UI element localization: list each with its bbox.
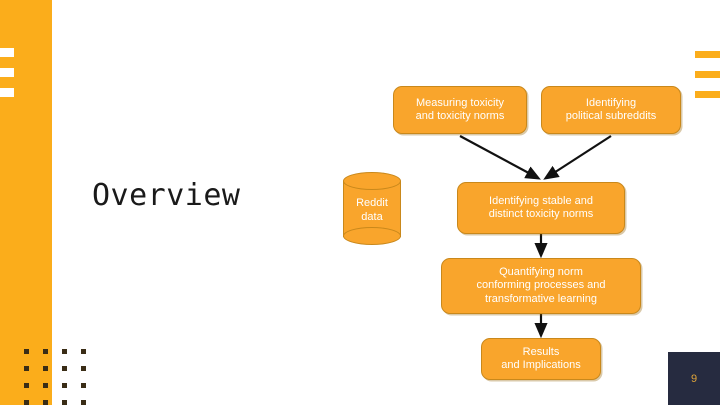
page-number: 9: [690, 372, 698, 385]
cylinder-top-ellipse: [343, 172, 401, 190]
flow-box-line1: Results: [522, 345, 560, 358]
dot-grid-dot: [24, 366, 29, 371]
left-dash-mark-3: [0, 88, 14, 97]
flow-box-political-subreddits[interactable]: Identifying political subreddits: [541, 86, 681, 134]
flow-box-results-implications[interactable]: Results and Implications: [481, 338, 601, 380]
dot-grid-dot: [62, 400, 67, 405]
flow-box-line1: Quantifying norm: [499, 265, 583, 278]
dot-grid-dot: [24, 383, 29, 388]
cylinder-label: Reddit data: [343, 196, 401, 224]
dot-grid-dot: [62, 383, 67, 388]
flow-box-line2: distinct toxicity norms: [488, 208, 594, 220]
dot-grid-dot: [81, 383, 86, 388]
dot-grid-dot: [43, 383, 48, 388]
flow-box-line1: Identifying stable and: [489, 194, 593, 207]
flow-box-line2: and toxicity norms: [415, 110, 505, 122]
flow-box-measuring-toxicity-text: Measuring toxicity and toxicity norms: [416, 97, 505, 124]
flow-box-results-implications-text: Results and Implications: [501, 346, 581, 373]
flow-box-line2: conforming processes and: [476, 279, 606, 292]
flow-box-line2: and Implications: [501, 359, 581, 371]
flow-box-line2: political subreddits: [565, 110, 657, 122]
dot-grid-dot: [43, 349, 48, 354]
right-dash-mark-3: [695, 91, 720, 98]
right-dash-mark-2: [695, 71, 720, 78]
flow-box-measuring-toxicity[interactable]: Measuring toxicity and toxicity norms: [393, 86, 527, 134]
arrow-measuring-to-stable: [459, 135, 541, 180]
cylinder-label-line1: Reddit: [356, 197, 388, 209]
page-number-badge: 9: [668, 352, 720, 405]
left-accent-bar: [0, 0, 52, 405]
reddit-data-cylinder[interactable]: Reddit data: [343, 172, 401, 245]
left-dash-mark-2: [0, 68, 14, 77]
dot-grid-dot: [24, 349, 29, 354]
flow-box-quantifying-norm[interactable]: Quantifying norm conforming processes an…: [441, 258, 641, 314]
dot-grid-dot: [81, 349, 86, 354]
flow-box-line3: transformative learning: [485, 292, 597, 305]
dot-grid-dot: [24, 400, 29, 405]
dot-grid-dot: [43, 366, 48, 371]
flow-box-quantifying-norm-text: Quantifying norm conforming processes an…: [476, 266, 605, 307]
flow-box-line1: Identifying: [585, 96, 637, 109]
dot-grid-dot: [62, 349, 67, 354]
left-dash-mark-1: [0, 48, 14, 57]
dot-grid-dot: [81, 366, 86, 371]
cylinder-bottom-ellipse: [343, 227, 401, 245]
dot-grid-decoration: [24, 349, 100, 405]
dot-grid-dot: [81, 400, 86, 405]
flow-box-stable-distinct-norms[interactable]: Identifying stable and distinct toxicity…: [457, 182, 625, 234]
page-title: Overview: [92, 178, 241, 213]
flow-box-line1: Measuring toxicity: [415, 96, 505, 109]
flow-box-stable-distinct-norms-text: Identifying stable and distinct toxicity…: [489, 195, 594, 222]
arrow-political-to-stable: [543, 135, 612, 180]
flow-box-political-subreddits-text: Identifying political subreddits: [566, 97, 657, 124]
dot-grid-dot: [62, 366, 67, 371]
cylinder-label-line2: data: [361, 211, 383, 223]
dot-grid-dot: [43, 400, 48, 405]
right-dash-mark-1: [695, 51, 720, 58]
